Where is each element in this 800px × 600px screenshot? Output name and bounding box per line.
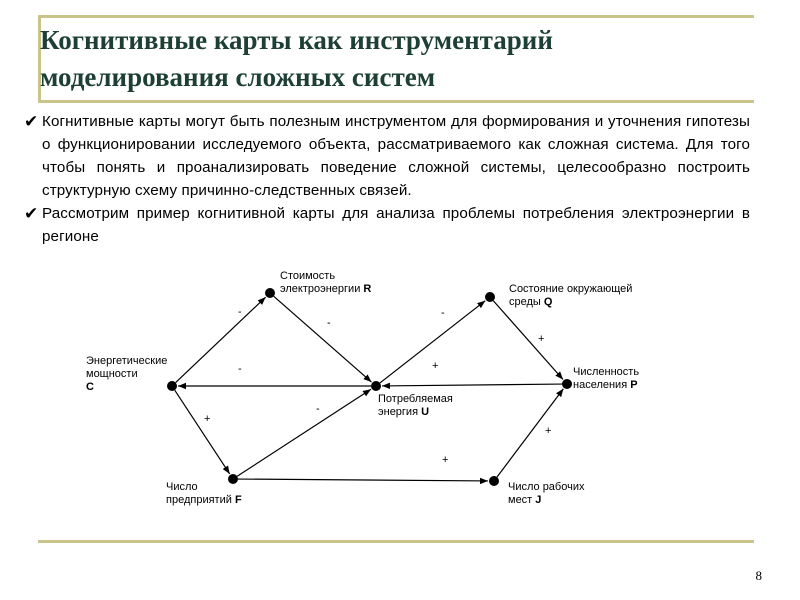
edge-R-U [273,295,372,383]
bullet-item-1: ✔ Когнитивные карты могут быть полезным … [24,110,750,202]
title-line-1: Когнитивные карты как инструментарий [40,25,553,55]
checkmark-icon: ✔ [24,204,39,223]
node-j [489,476,499,486]
edge-sign-Q-P: + [538,333,544,345]
edge-J-P [496,388,564,478]
node-r [265,288,275,298]
edge-sign-U-Q: - [441,307,445,319]
edge-sign-J-P: + [545,425,551,437]
bottom-rule [38,540,754,543]
edge-F-U [236,388,372,477]
node-q [485,292,495,302]
left-rule [38,15,41,100]
edge-sign-C-R: - [238,306,242,318]
node-f [228,474,238,484]
edge-Q-P [492,300,564,380]
title-line-2: моделирования сложных систем [40,62,436,92]
checkmark-icon: ✔ [24,112,39,131]
top-rule [38,15,754,18]
edge-sign-C-F: + [204,413,210,425]
bullet-text-1: Когнитивные карты могут быть полезным ин… [42,113,750,199]
edge-sign-R-U: - [327,317,331,329]
edge-sign-F-U: - [316,403,320,415]
edge-sign-U-C: - [238,363,242,375]
node-c [167,381,177,391]
bullet-item-2: ✔ Рассмотрим пример когнитивной карты дл… [24,202,750,248]
node-u [371,381,381,391]
page-title: Когнитивные карты как инструментарий мод… [40,22,760,96]
edge-C-R [175,296,267,383]
edge-F-J [237,477,489,485]
edge-C-F [174,389,231,475]
bullet-text-2: Рассмотрим пример когнитивной карты для … [42,205,750,245]
bullet-list: ✔ Когнитивные карты могут быть полезным … [24,110,750,248]
node-p [562,379,572,389]
edge-sign-F-J: + [442,454,448,466]
title-underline [38,100,754,103]
edge-P-U [381,382,563,390]
edge-U-Q [379,300,486,384]
page-number: 8 [755,568,763,583]
edge-sign-P-U: + [432,360,438,372]
